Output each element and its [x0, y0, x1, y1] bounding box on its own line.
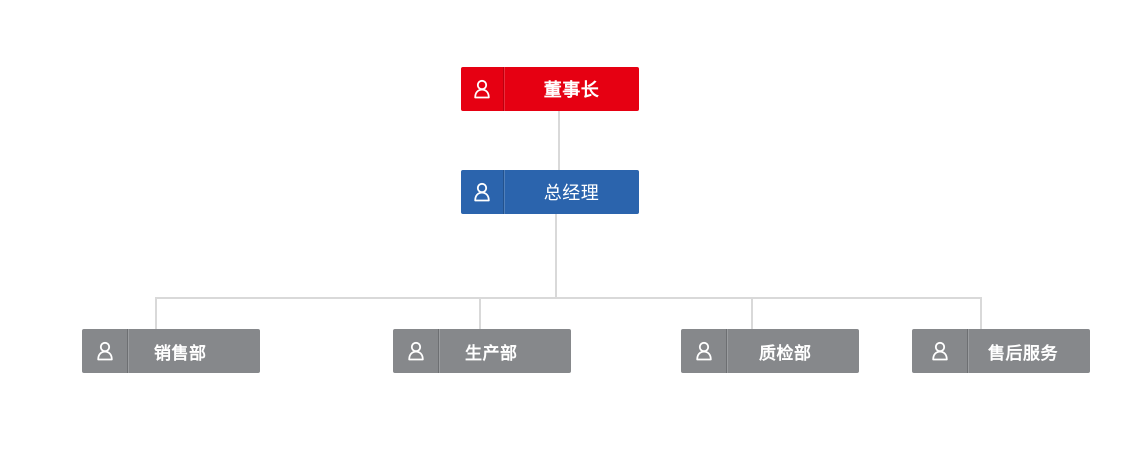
connector-manager-trunk [555, 213, 557, 299]
node-chairman[interactable]: 董事长 [461, 67, 639, 111]
person-icon [96, 341, 113, 361]
node-dept-quality-label: 质检部 [759, 343, 812, 364]
node-dept-production-label: 生产部 [465, 343, 518, 364]
node-dept-aftersales[interactable]: 售后服务 [912, 329, 1090, 373]
node-general-manager[interactable]: 总经理 [461, 170, 639, 214]
node-dept-aftersales-label: 售后服务 [988, 343, 1058, 364]
person-icon [474, 79, 490, 99]
connector-horizontal-bus [155, 297, 982, 299]
connector-root-manager [558, 111, 560, 170]
person-icon [407, 341, 424, 361]
person-icon [474, 182, 490, 202]
node-dept-production[interactable]: 生产部 [393, 329, 571, 373]
node-dept-sales[interactable]: 销售部 [82, 329, 260, 373]
connector-drop-aftersales [980, 297, 982, 330]
node-dept-quality[interactable]: 质检部 [681, 329, 859, 373]
connector-drop-sales [155, 297, 157, 330]
person-icon [695, 341, 712, 361]
person-icon [931, 341, 948, 361]
connector-drop-quality [751, 297, 753, 330]
node-dept-sales-label: 销售部 [154, 343, 207, 364]
connector-drop-production [479, 297, 481, 330]
node-general-manager-label: 总经理 [543, 183, 600, 204]
node-chairman-label: 董事长 [543, 80, 600, 101]
